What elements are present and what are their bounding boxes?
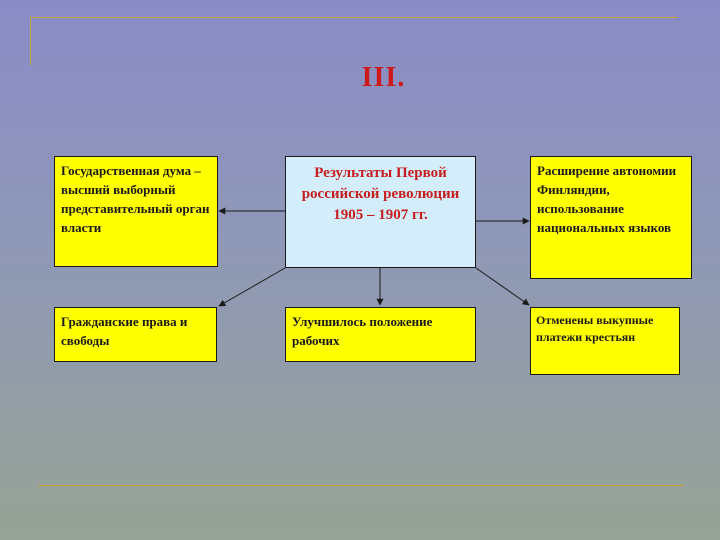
box-civil-rights: Гражданские права и свободы (54, 307, 217, 362)
center-box-results: Результаты Первой российской революции 1… (285, 156, 476, 268)
slide-title: III. (361, 62, 406, 93)
decorative-line-left (30, 17, 31, 65)
box-finland-autonomy: Расширение автономии Финляндии, использо… (530, 156, 692, 279)
arrow-to-payments (475, 267, 530, 306)
box-redemption-payments: Отменены выкупные платежи крестьян (530, 307, 680, 375)
arrow-to-civil-rights (218, 267, 286, 307)
box-workers-position: Улучшилось положение рабочих (285, 307, 476, 362)
decorative-line-bottom (38, 485, 684, 486)
decorative-line-top (30, 17, 678, 18)
box-state-duma: Государственная дума – высший выборный п… (54, 156, 218, 267)
